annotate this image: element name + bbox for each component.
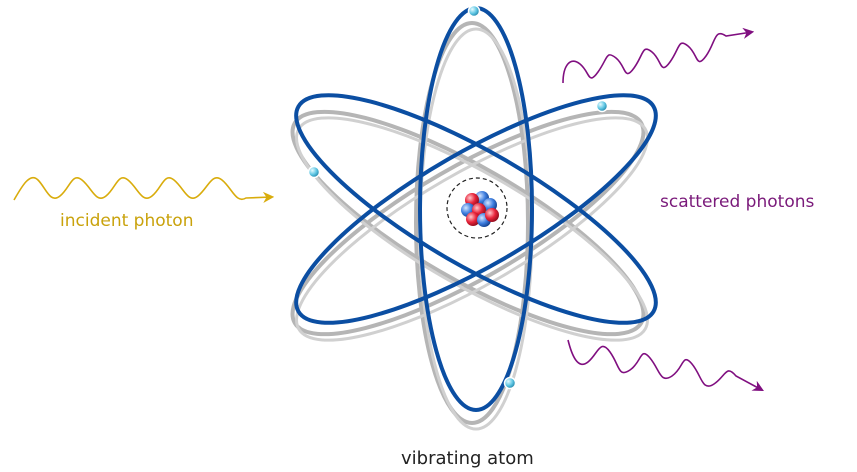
orbit-tilted-a: [294, 93, 658, 325]
electron-icon: [595, 99, 609, 113]
scattered-photons-label: scattered photons: [660, 192, 815, 212]
electron-icon: [467, 4, 481, 18]
incident-photon-wave: [13, 176, 275, 203]
orbit-shadow-vertical: [414, 21, 530, 425]
scattered-photon-wave-upper: [562, 27, 755, 84]
orbit-shadow-tilted-a: [290, 109, 646, 337]
electrons: [307, 4, 609, 390]
electron-icon: [307, 165, 321, 179]
atomic-nucleus-icon: [446, 177, 508, 239]
incident-photon-label: incident photon: [60, 211, 194, 231]
electron-icon: [503, 376, 517, 390]
vibrating-atom-label: vibrating atom: [401, 448, 534, 469]
orbit-tilted-b: [294, 93, 658, 325]
scattered-photon-wave-lower: [567, 339, 764, 392]
